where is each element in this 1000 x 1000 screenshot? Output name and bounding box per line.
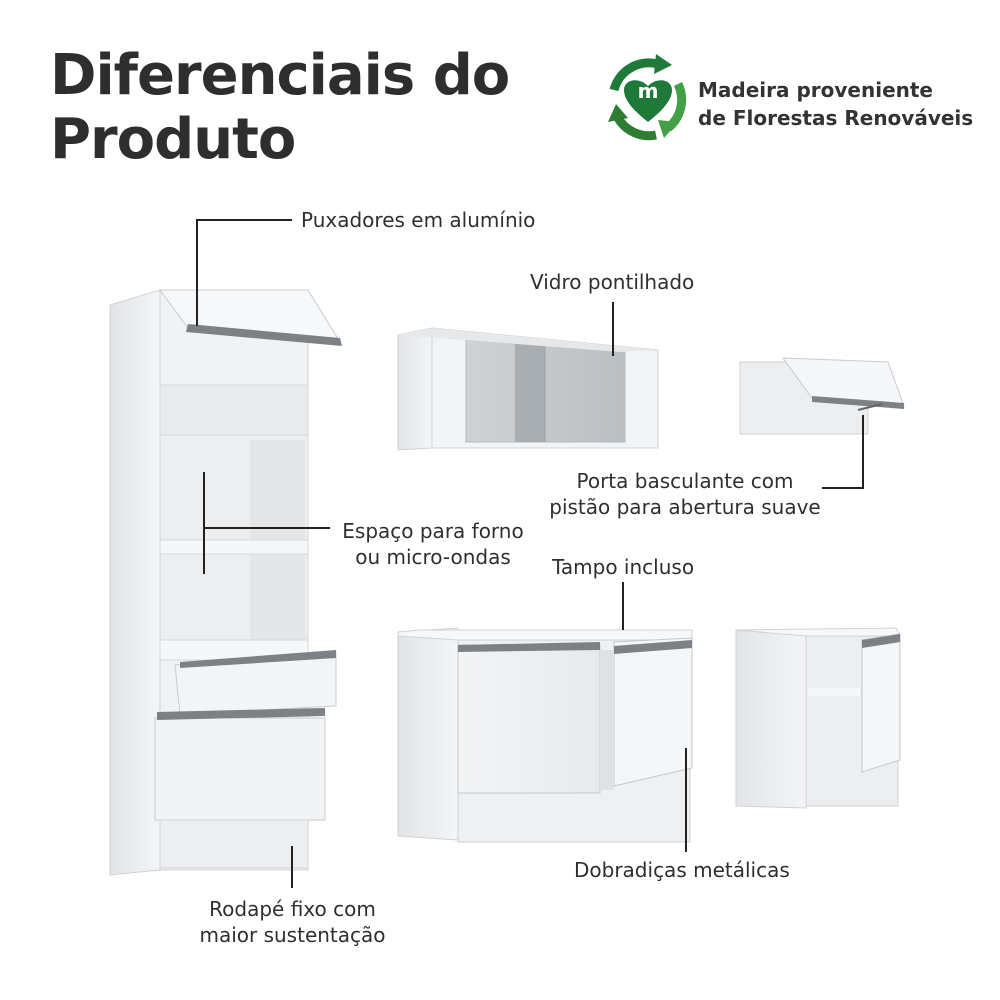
callout-plinth-line2: maior sustentação (199, 923, 386, 947)
page-title-line2: Produto (50, 107, 296, 172)
callout-oven-line1: Espaço para forno (342, 519, 524, 543)
callout-plinth: Rodapé fixo com maior sustentação (185, 896, 400, 948)
badge-line2: de Florestas Renováveis (698, 106, 974, 130)
callout-top: Tampo incluso (552, 555, 695, 579)
flap-wall-cabinet (739, 357, 905, 435)
callout-oven-line2: ou micro-ondas (355, 545, 511, 569)
callout-flap-door: Porta basculante com pistão para abertur… (540, 468, 830, 520)
callout-plinth-line1: Rodapé fixo com (209, 897, 376, 921)
callout-hinges: Dobradiças metálicas (574, 858, 790, 882)
base-cabinet-with-top (397, 627, 693, 843)
glass-wall-cabinet (397, 327, 659, 451)
callout-flap-line1: Porta basculante com (576, 469, 794, 493)
callout-handles: Puxadores em alumínio (301, 208, 536, 232)
sustainability-badge: Madeira proveniente de Florestas Renováv… (698, 76, 998, 132)
callout-oven-space: Espaço para forno ou micro-ondas (334, 518, 532, 570)
badge-line1: Madeira proveniente (698, 78, 933, 102)
small-base-cabinet (735, 627, 901, 809)
tall-oven-cabinet (109, 289, 342, 876)
page-title: Diferenciais do Produto (50, 44, 570, 172)
callout-lines (196, 219, 864, 888)
callout-glass: Vidro pontilhado (530, 270, 695, 294)
callout-flap-line2: pistão para abertura suave (549, 495, 821, 519)
page-title-line1: Diferenciais do (50, 43, 510, 108)
